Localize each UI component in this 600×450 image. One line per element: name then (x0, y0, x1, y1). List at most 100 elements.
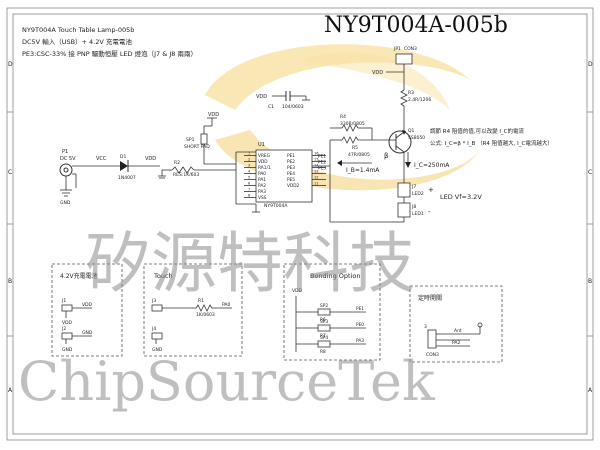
u1-ref: U1 (258, 142, 265, 148)
jp1-vdd-label: VDD (372, 70, 383, 76)
u1-pin-number: 1 (248, 152, 250, 156)
led-vf-label: LED Vf=3.2V (440, 193, 482, 201)
ic-current-label: I_C=250mA (414, 162, 450, 169)
bonding-net: PE0 (356, 322, 364, 328)
frame-row-c-right: C (588, 169, 592, 176)
touch-j3: J3 (151, 298, 156, 304)
drawing-frame: D C B A D C B A (6, 7, 594, 441)
c1-vdd-label: VDD (256, 94, 267, 100)
r4-value: 330R/0805 (340, 121, 365, 127)
j8-part: LED1 (412, 211, 424, 217)
timer-pin-3: 3 (424, 324, 427, 330)
u1-pin-number: 4 (248, 170, 251, 174)
d1-part: 1N4007 (118, 175, 136, 181)
u1-pin-vdd2: VDD2 (287, 183, 300, 189)
r5-value: 47R/0805 (348, 152, 370, 158)
touch-r1: R1 (198, 298, 204, 304)
sp1-ref: SP1 (186, 137, 195, 143)
ic-u1: U1 NY9T004A VREG1VDD2RA1/13PA04PA15PA26P… (235, 142, 326, 213)
u1-pin-number: 16 (314, 152, 318, 156)
u1-pin-pe5: PE5 (287, 177, 295, 183)
sp1-part: SHORT PAD (184, 144, 210, 150)
c1-value: 104/0603 (282, 104, 304, 110)
u1-pin-vss: VSS (258, 195, 267, 201)
timer-box-title: 定時開關 (418, 294, 442, 302)
battery-j2: J2 (61, 326, 66, 332)
u1-pin-vdd: VDD (258, 159, 268, 165)
q1-beta: β (384, 152, 388, 160)
watermark-chinese: 矽源特科技 (85, 225, 415, 302)
u1-pin-number: 8 (248, 194, 250, 198)
vcc-net-label: VCC (96, 156, 107, 162)
u1-pin-pa2: PA2 (258, 183, 266, 189)
frame-row-a-right: A (588, 387, 593, 394)
battery-gnd-label: GND (62, 347, 73, 353)
u1-pin-pa3: PA3 (258, 189, 266, 195)
timer-box: 定時開關 3 Ant PA2 CON3 (409, 285, 503, 363)
u1-pin-vreg: VREG (258, 153, 270, 159)
u1-pin-number: 7 (248, 188, 250, 192)
j7-part: LED2 (412, 191, 424, 197)
u1-net-label: PE3 (318, 166, 326, 172)
q1-part: SS8050 (408, 135, 425, 141)
sp1-vdd-label: VDD (208, 112, 219, 118)
bonding-vdd: VDD (292, 288, 303, 294)
r4-ref: R4 (340, 114, 346, 120)
u1-pin-number: 3 (248, 164, 250, 168)
battery-box-title: 4.2V充電電池 (60, 272, 98, 280)
title-line-3: PE3:CSC-33% 接 PNP 驅動恒壓 LED 燈泡（J7 & J8 兩兩… (22, 49, 197, 58)
battery-j1: J1 (61, 298, 66, 304)
title-line-1: NY9T004A Touch Table Lamp-005b (22, 26, 134, 34)
touch-box: Touch J3 R1 1K/0603 PA0 J4 GND (143, 263, 243, 357)
r5-ref: R5 (352, 145, 358, 151)
battery-vdd-label: VDD (62, 320, 73, 326)
note-line-2: 公式: I_C=β * I_B （R4 阻值越大, I_C電流越大） (430, 139, 553, 147)
u1-pin-number: 14 (314, 164, 319, 168)
q1-ref: Q1 (408, 128, 415, 134)
touch-j4: J4 (151, 326, 156, 332)
r2-value: RES:1K/603 (173, 172, 199, 178)
r3-value: 2.4R/1206 (408, 97, 431, 103)
bonding-pad: SP4 (320, 335, 328, 341)
note-line-1: 調節 R4 阻值的值,可以改變 I_C的電流 (430, 127, 525, 135)
bonding-pad: SP2 (320, 303, 328, 309)
watermark-latin: ChipSourceTek (18, 350, 436, 413)
led-minus: - (428, 208, 431, 216)
u1-pin-pe4: PE4 (287, 171, 295, 177)
bonding-box-title: Bonding Option (310, 272, 361, 280)
part-number-heading: NY9T004A-005b (324, 13, 508, 38)
u1-part: NY9T004A (264, 203, 288, 209)
c1-ref: C1 (268, 104, 274, 110)
touch-box-title: Touch (153, 272, 173, 280)
ib-current-label: I_B=1.4mA (346, 167, 380, 174)
bonding-net: PE1 (356, 306, 364, 312)
frame-row-b-right: B (588, 278, 592, 285)
touch-r1-value: 1K/0603 (196, 312, 215, 318)
c1-capacitor: VDD C1 104/0603 (256, 91, 310, 110)
u1-net-label: PE1 (318, 154, 326, 160)
bonding-box: Bonding Option VDD SP2R6PE1SP3R7PE0SP4R8… (283, 263, 381, 361)
u1-pin-number: 11 (314, 182, 318, 186)
u1-pin-pa1: PA1 (258, 177, 266, 183)
timer-net-ant: Ant (454, 328, 462, 334)
frame-row-b-left: B (8, 278, 12, 285)
bonding-net: PA3 (356, 338, 364, 344)
frame-row-a-left: A (8, 387, 13, 394)
u1-pin-number: 2 (248, 158, 250, 162)
u1-pin-number: 6 (248, 182, 250, 186)
u1-pin-pe1: PE1 (287, 153, 295, 159)
bonding-pad: SP3 (320, 319, 328, 325)
j7-ref: J7 (411, 184, 416, 190)
u1-pin-pe3: PE3 (287, 165, 295, 171)
jp1-label: CON3 (404, 46, 417, 52)
frame-row-d-right: D (588, 61, 593, 68)
d1-ref: D1 (120, 154, 126, 160)
battery-box: 4.2V充電電池 J1 VDD VDD J2 GND GND (51, 263, 123, 357)
timer-con3-label: CON3 (426, 352, 439, 358)
title-line-2: DC5V 輸入（USB）+ 4.2V 充電電池 (22, 37, 132, 46)
touch-pa0: PA0 (222, 302, 231, 308)
r2-resistor: R2 RES:1K/603 (158, 160, 236, 179)
